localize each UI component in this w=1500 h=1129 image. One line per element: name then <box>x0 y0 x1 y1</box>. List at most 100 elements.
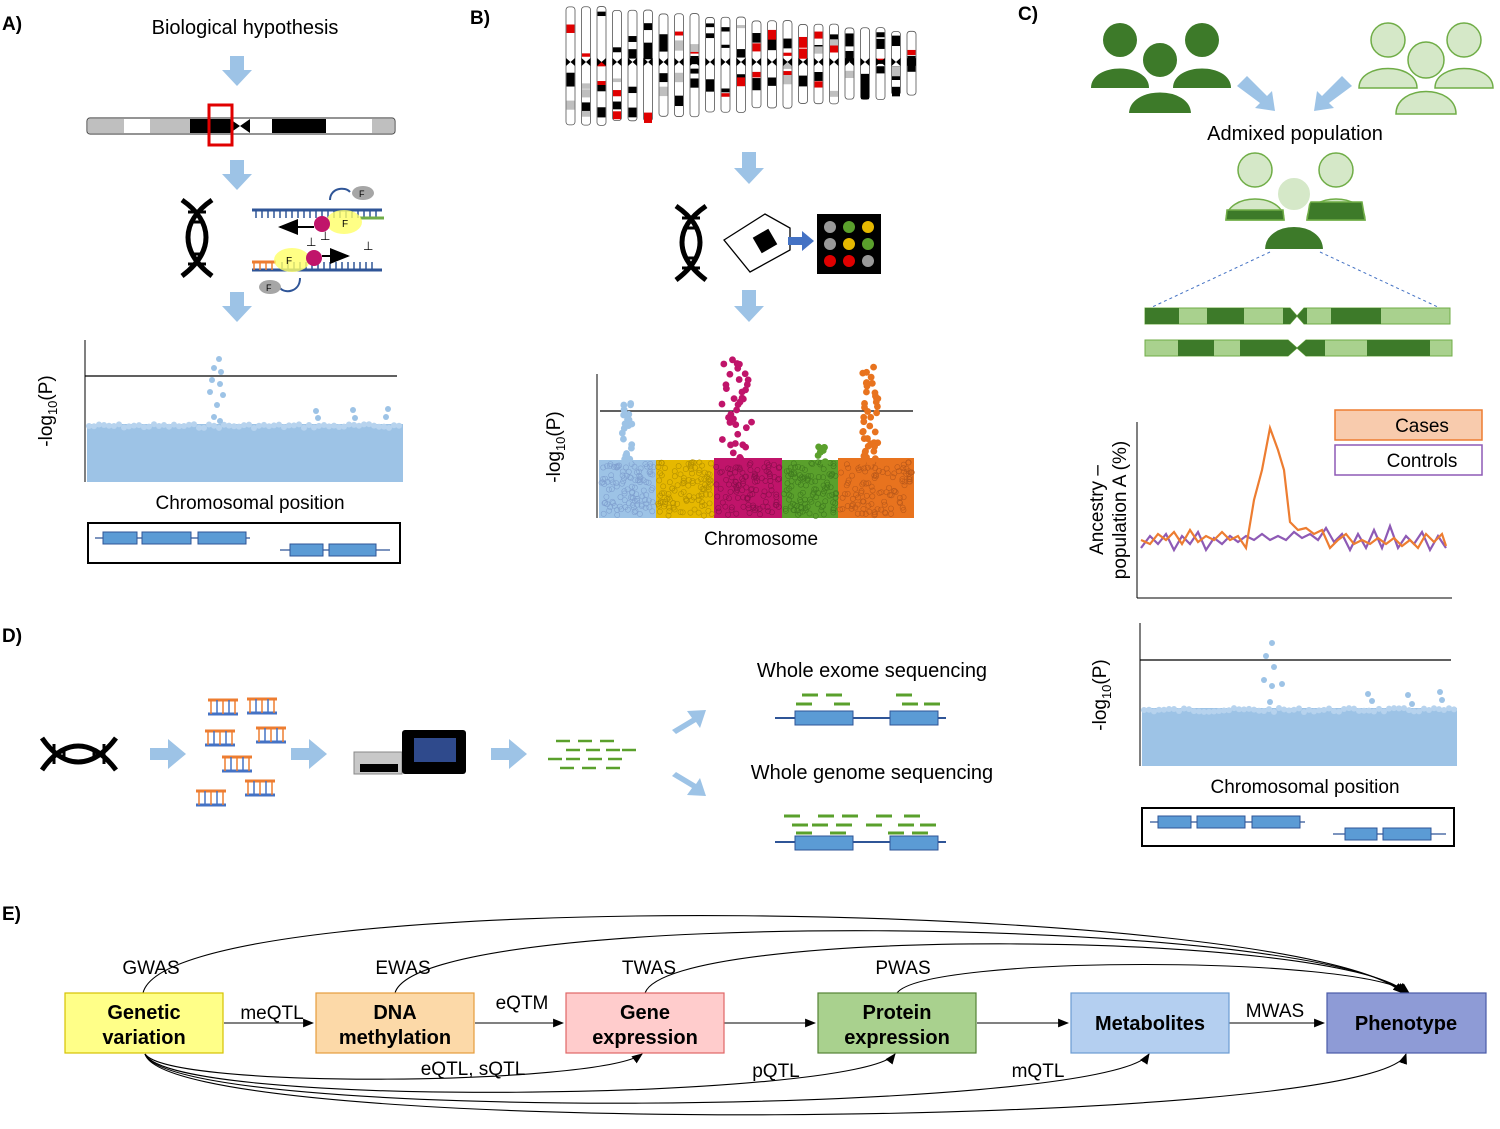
arrow-down-right-icon <box>672 772 706 796</box>
sequence-reads-icon <box>548 739 636 770</box>
svg-text:⊥: ⊥ <box>320 229 330 243</box>
controls-line <box>1140 522 1447 553</box>
ancestry-chart: Ancestry – population A (%) Cases Contro… <box>1087 409 1483 599</box>
panel-d-label: D) <box>2 626 22 647</box>
arrow-down-icon <box>222 160 252 190</box>
x-axis-label: Chromosomal position <box>155 493 344 514</box>
panel-b: B) <box>470 6 917 550</box>
pqtl-label: pQTL <box>752 1061 800 1082</box>
panel-c: C) Admixed population <box>1018 4 1494 847</box>
panel-e: E) GWAS EWAS TWAS PWAS eQTL, sQTL pQTL m… <box>2 904 1487 1116</box>
arrow-left-down-icon <box>1314 76 1352 111</box>
arrow-right-icon <box>150 739 186 769</box>
metabolites-box: Metabolites <box>1070 992 1230 1054</box>
population-b-icon <box>1358 22 1494 115</box>
svg-text:⊥: ⊥ <box>363 239 373 253</box>
panel-e-label: E) <box>2 904 21 925</box>
gwas-arc <box>142 915 1404 994</box>
ancestry-y-label-2: population A (%) <box>1110 441 1131 579</box>
mqtl-label: mQTL <box>1012 1061 1065 1082</box>
svg-text:⊥: ⊥ <box>306 235 316 249</box>
mwas-label: MWAS <box>1246 1001 1304 1022</box>
probe-label: F <box>342 219 348 230</box>
karyotype-icon <box>565 6 917 126</box>
dna-helix-horizontal-icon <box>39 736 118 772</box>
mqtl-arc <box>144 1053 1150 1104</box>
dna-helix-icon <box>180 197 214 278</box>
legend-controls: Controls <box>1387 451 1458 472</box>
probe-label: F <box>286 256 292 267</box>
panel-c-label: C) <box>1018 4 1038 25</box>
arrow-right-down-icon <box>1237 76 1275 111</box>
eqtm-label: eQTM <box>496 993 549 1014</box>
svg-text:expression: expression <box>844 1027 950 1049</box>
panel-a-label: A) <box>2 14 22 35</box>
admixed-population-icon <box>1225 152 1366 251</box>
meqtl-label: meQTL <box>240 1003 303 1024</box>
panel-a-title: Biological hypothesis <box>152 17 339 39</box>
wgs-label: Whole genome sequencing <box>751 762 993 784</box>
arrow-right-icon <box>291 739 327 769</box>
wes-gene-model <box>775 693 946 726</box>
svg-text:Protein: Protein <box>863 1002 932 1024</box>
probe-label: F <box>359 189 365 199</box>
panel-d: D) Whole exome sequencing <box>2 626 993 851</box>
gene-model-a <box>87 522 401 564</box>
admixed-population-label: Admixed population <box>1207 123 1383 145</box>
dna-methylation-box: DNA methylation <box>315 992 475 1054</box>
gwas-label: GWAS <box>122 958 179 979</box>
gene-expression-box: Gene expression <box>565 992 725 1054</box>
svg-text:variation: variation <box>102 1027 185 1049</box>
admixed-chromosome-2 <box>1144 339 1453 357</box>
arrow-down-icon <box>734 290 764 322</box>
legend-cases: Cases <box>1395 416 1449 437</box>
twas-arc <box>644 943 1408 994</box>
twas-label: TWAS <box>622 958 676 979</box>
panel-a: A) Biological hypothesis <box>2 14 403 564</box>
pqtl-arc <box>144 1053 896 1093</box>
gene-model-c <box>1141 807 1455 847</box>
eqtl-arc <box>144 1053 643 1080</box>
protein-expression-box: Protein expression <box>817 992 977 1054</box>
bottom-gwas-arc <box>144 1052 1407 1116</box>
population-a-icon <box>1091 23 1231 115</box>
genetic-variation-box: Genetic variation <box>64 992 224 1054</box>
ewas-label: EWAS <box>375 958 430 979</box>
dna-helix-icon <box>674 203 708 282</box>
eqtl-sqtl-label: eQTL, sQTL <box>421 1059 526 1080</box>
top-hits <box>1261 640 1445 707</box>
legend: Cases Controls <box>1334 409 1483 476</box>
arrow-down-icon <box>222 292 252 322</box>
manhattan-plot-a: -log10(P) Chromosomal position <box>36 340 403 514</box>
svg-text:Phenotype: Phenotype <box>1355 1013 1457 1035</box>
y-axis-label: -log10(P) <box>544 411 568 482</box>
svg-text:Gene: Gene <box>620 1002 670 1024</box>
probe-assay-icon: F F ⊥ ⊥ ⊥ F F <box>252 186 384 294</box>
dna-fragments-icon <box>196 697 286 807</box>
sequencer-icon <box>353 730 466 775</box>
arrow-up-right-icon <box>672 710 706 734</box>
panel-b-label: B) <box>470 8 490 29</box>
svg-text:Genetic: Genetic <box>107 1002 180 1024</box>
manhattan-plot-c: -log10(P) Chromosomal position <box>1090 623 1457 798</box>
x-axis-label: Chromosomal position <box>1210 777 1399 798</box>
cases-line <box>1140 423 1448 551</box>
svg-text:Metabolites: Metabolites <box>1095 1013 1205 1035</box>
arrow-down-icon <box>222 56 252 86</box>
svg-text:methylation: methylation <box>339 1027 451 1049</box>
chromosome-icon <box>86 103 396 147</box>
svg-text:DNA: DNA <box>373 1002 416 1024</box>
arrow-down-icon <box>734 152 764 184</box>
probe-label: F <box>266 283 272 293</box>
wes-label: Whole exome sequencing <box>757 660 987 682</box>
svg-text:expression: expression <box>592 1027 698 1049</box>
phenotype-box: Phenotype <box>1326 992 1487 1054</box>
x-axis-label: Chromosome <box>704 529 818 550</box>
ancestry-y-label-1: Ancestry – <box>1087 465 1108 555</box>
y-axis-label: -log10(P) <box>1090 659 1114 730</box>
ewas-arc <box>394 930 1406 994</box>
manhattan-plot-b: -log10(P) Chromosome <box>544 356 915 550</box>
top-hits <box>207 356 391 424</box>
arrow-right-icon <box>491 739 527 769</box>
